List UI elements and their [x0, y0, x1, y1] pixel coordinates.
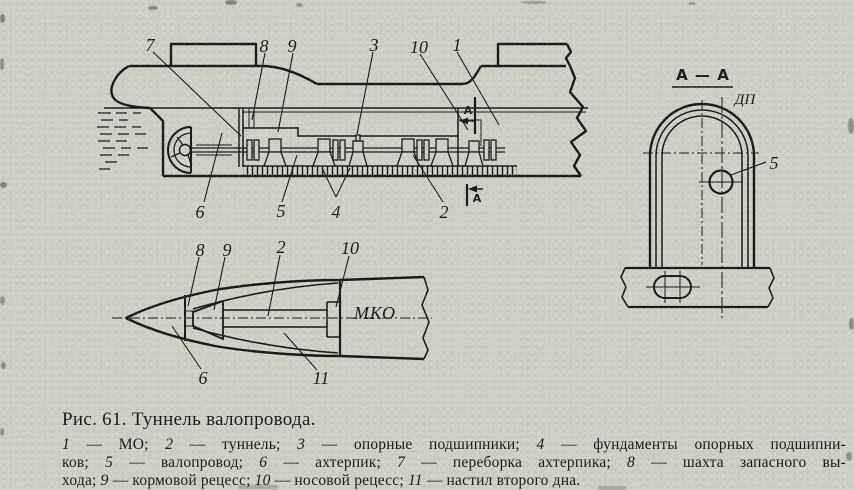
shaft-couplings — [246, 139, 497, 161]
legend-line: ков; 5 — валопровод; 6 — ахтерпик; 7 — п… — [62, 454, 846, 471]
plan-hull-outline — [125, 275, 425, 361]
svg-text:А: А — [464, 104, 473, 117]
section-title-text: А — А — [676, 66, 730, 84]
plan-callout-9: 9 — [223, 240, 232, 260]
centerplane-label: ДП — [733, 92, 757, 108]
callout-10: 10 — [410, 37, 428, 57]
double-bottom — [243, 165, 517, 177]
side-view: 7 8 9 3 10 1 6 5 4 2 А А — [97, 35, 588, 222]
svg-text:А: А — [473, 192, 482, 205]
figure-caption: Рис. 61. Туннель валопровода. — [62, 409, 316, 430]
plan-callout-10: 10 — [341, 238, 359, 258]
callout-5: 5 — [277, 201, 286, 221]
legend-line: хода; 9 — кормовой рецесс; 10 — носовой … — [62, 472, 581, 489]
plan-torn-edge — [421, 276, 430, 360]
callout-4: 4 — [332, 202, 341, 222]
manhole — [646, 271, 700, 303]
plan-callout-8: 8 — [196, 240, 205, 260]
stern-tube — [196, 144, 232, 156]
plan-callout-2: 2 — [277, 237, 286, 257]
shaft-line — [191, 147, 505, 153]
callout-6: 6 — [196, 202, 205, 222]
callout-7: 7 — [146, 35, 156, 55]
legend-line: 1 — МО; 2 — туннель; 3 — опорные подшипн… — [62, 436, 847, 453]
side-view-leaders — [152, 51, 500, 203]
section-view: А — А ДП 5 — [620, 66, 779, 318]
callout-8: 8 — [260, 36, 269, 56]
technical-drawing: 7 8 9 3 10 1 6 5 4 2 А А А — А ДП — [97, 35, 779, 388]
plan-aft-recess — [192, 299, 224, 341]
section-marker-top: А — [459, 97, 477, 134]
plan-callout-6: 6 — [199, 368, 208, 388]
plan-leaders — [171, 254, 350, 371]
hull-outline — [110, 42, 588, 178]
figure-legend: 1 — МО; 2 — туннель; 3 — опорные подшипн… — [62, 436, 846, 490]
engine-room-label: МКО — [353, 303, 396, 323]
plan-tunnel — [223, 309, 327, 328]
tunnel-ceiling — [243, 127, 458, 137]
plan-view: МКО 8 9 2 10 6 11 — [112, 237, 432, 388]
plan-callout-11: 11 — [313, 368, 330, 388]
callout-3: 3 — [369, 35, 379, 55]
callout-5-section: 5 — [770, 153, 779, 173]
callout-9: 9 — [288, 36, 297, 56]
scan-speck — [846, 452, 852, 461]
section-double-bottom — [620, 266, 775, 309]
section-marker-bottom: А — [465, 184, 483, 206]
scan-speck — [0, 428, 4, 436]
water-hatching — [97, 112, 148, 170]
shaft-bearings — [263, 134, 484, 167]
afterpeak-bulkhead — [238, 108, 244, 167]
callout-1: 1 — [453, 35, 462, 55]
plan-bow-recess — [326, 301, 340, 338]
section-leader-5 — [730, 161, 767, 176]
propeller — [167, 126, 192, 174]
callout-2: 2 — [440, 202, 449, 222]
